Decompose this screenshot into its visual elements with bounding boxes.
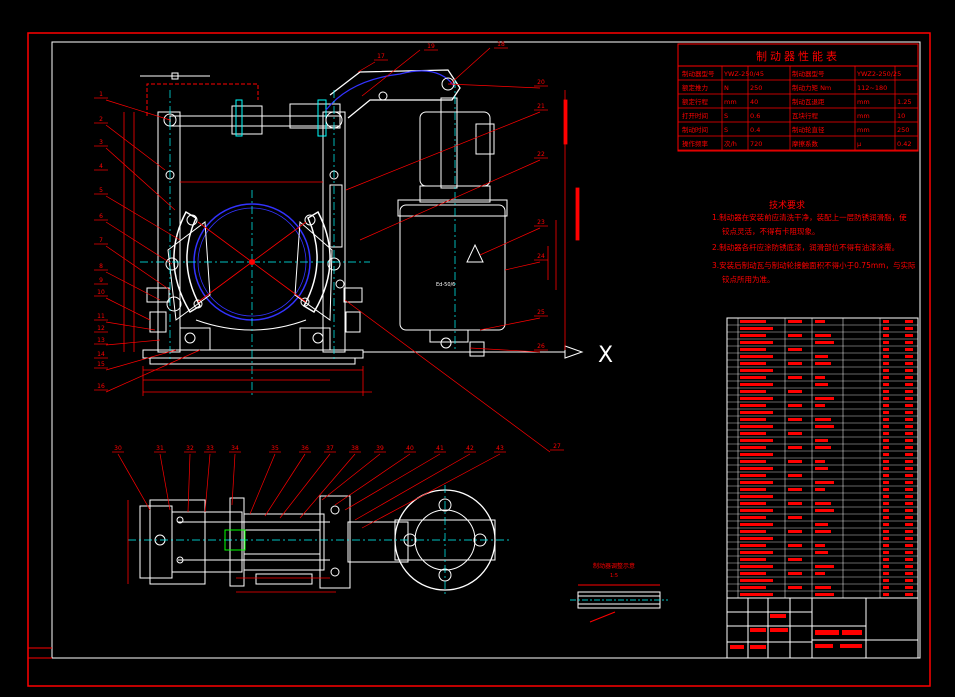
perf-cell: 250: [750, 84, 762, 92]
callout-numbers: 1234567891011121314151617181920212223242…: [94, 41, 564, 453]
callout-right: 18: [497, 41, 505, 48]
callout-bottom: 35: [271, 445, 279, 452]
perf-cell: 制动轮直径: [792, 125, 825, 134]
tech-req-line-2: 铰点灵活，不得有卡阻现象。: [722, 226, 820, 236]
callout-left: 14: [97, 351, 105, 358]
perf-cell: YWZ2-250/25: [856, 70, 901, 78]
plan-leader-lines: [117, 453, 501, 529]
callout-right: 22: [537, 151, 545, 158]
perf-cell: 制动力矩 Nm: [792, 83, 831, 92]
perf-cell: μ: [857, 140, 861, 148]
callout-bottom: 34: [231, 445, 239, 452]
perf-cell: 摩擦系数: [792, 139, 819, 148]
callout-left: 3: [99, 139, 103, 146]
callout-bottom: 39: [376, 445, 384, 452]
thruster-label: Ed-50/6: [436, 282, 455, 288]
perf-cell: 次/h: [724, 139, 737, 148]
callout-bottom: 31: [156, 445, 164, 452]
perf-cell: 40: [750, 98, 758, 106]
parts-list: [726, 317, 919, 599]
callout-left: 13: [97, 337, 105, 344]
perf-cell: 瓦块行程: [792, 111, 819, 120]
callout-left: 7: [99, 237, 103, 244]
callout-left: 16: [97, 383, 105, 390]
callout-left: 1: [99, 91, 103, 98]
perf-cell: 10: [897, 112, 905, 120]
plan-view: [127, 485, 510, 595]
callout-left: 9: [99, 277, 103, 284]
perf-cell: N: [724, 84, 729, 92]
callout-left: 10: [97, 289, 105, 296]
callout-right: 27: [553, 443, 561, 450]
callout-right: 24: [537, 253, 545, 260]
callout-right: 21: [537, 103, 545, 110]
perf-cell: mm: [724, 98, 737, 106]
callout-left: 5: [99, 187, 103, 194]
callout-bottom: 43: [496, 445, 504, 452]
callout-bottom: 38: [351, 445, 359, 452]
perf-cell: S: [724, 112, 728, 120]
detail-view-scale: 1:5: [610, 573, 618, 579]
perf-cell: mm: [857, 112, 870, 120]
tech-req-line-3: 2.制动器各杆应涂防锈底漆，润滑部位不得有油漆涂覆。: [712, 242, 899, 252]
leader-lines: [105, 47, 551, 453]
perf-cell: 1.25: [897, 98, 911, 106]
perf-cell: 250: [897, 126, 909, 134]
callout-right: 26: [537, 343, 545, 350]
perf-cell: 0.6: [750, 112, 760, 120]
callout-right: 19: [427, 43, 435, 50]
callout-right: 25: [537, 309, 545, 316]
tech-req-line-5: 铰点所用为准。: [722, 274, 775, 284]
perf-cell: 112~180: [857, 84, 887, 92]
callout-left: 8: [99, 263, 103, 270]
callout-left: 4: [99, 163, 103, 170]
callout-right: 23: [537, 219, 545, 226]
callout-bottom: 32: [186, 445, 194, 452]
callout-bottom: 37: [326, 445, 334, 452]
perf-cell: 720: [750, 140, 762, 148]
callout-left: 2: [99, 116, 103, 123]
title-block: [726, 597, 919, 659]
inner-border: [51, 41, 921, 659]
perf-cell: 额定推力: [682, 83, 708, 92]
perf-cell: 制动器型号: [682, 69, 715, 78]
tech-req-title: 技术要求: [769, 199, 805, 211]
callout-bottom: 30: [114, 445, 122, 452]
callout-bottom: 33: [206, 445, 214, 452]
callout-right: 20: [537, 79, 545, 86]
perf-cell: 0.42: [897, 140, 911, 148]
callout-left: 11: [97, 313, 105, 320]
tech-req-line-4: 3.安装后制动瓦与制动轮接触面积不得小于0.75mm，与实际: [712, 260, 916, 270]
tech-req-line-1: 1.制动器在安装前应清洗干净，装配上一层防锈润滑脂，使: [712, 212, 907, 222]
detail-view-title: 制动器调整示意: [593, 562, 635, 570]
front-view: Ed-50/6 X: [140, 69, 613, 395]
callout-bottom: 36: [301, 445, 309, 452]
view-x-label: X: [598, 343, 613, 368]
callout-bottom: 41: [436, 445, 444, 452]
detail-view: 制动器调整示意 1:5: [570, 562, 668, 623]
callout-bottom: 40: [406, 445, 414, 452]
perf-cell: 制动器型号: [792, 69, 825, 78]
perf-cell: YWZ-250/45: [723, 70, 764, 78]
perf-cell: mm: [857, 126, 870, 134]
perf-cell: 0.4: [750, 126, 760, 134]
callout-bottom: 42: [466, 445, 474, 452]
perf-cell: 额定行程: [682, 97, 709, 106]
technical-requirements: 技术要求 1.制动器在安装前应清洗干净，装配上一层防锈润滑脂，使 铰点灵活，不得…: [712, 199, 916, 284]
perf-cell: S: [724, 126, 728, 134]
perf-cell: 操作频率: [682, 139, 709, 148]
performance-table-title: 制动器性能表: [756, 49, 840, 63]
callout-left: 12: [97, 325, 105, 332]
callout-left: 15: [97, 361, 105, 368]
perf-cell: 制动瓦退距: [792, 97, 825, 106]
perf-cell: 打开时间: [682, 111, 708, 120]
callout-left: 6: [99, 213, 103, 220]
performance-table: 制动器型号 YWZ-250/45 制动器型号 YWZ2-250/25 额定推力 N 250 制…: [677, 43, 919, 152]
outer-border: [27, 32, 931, 687]
perf-cell: 制动时间: [682, 125, 708, 134]
perf-cell: mm: [857, 98, 870, 106]
callout-right: 17: [377, 53, 385, 60]
